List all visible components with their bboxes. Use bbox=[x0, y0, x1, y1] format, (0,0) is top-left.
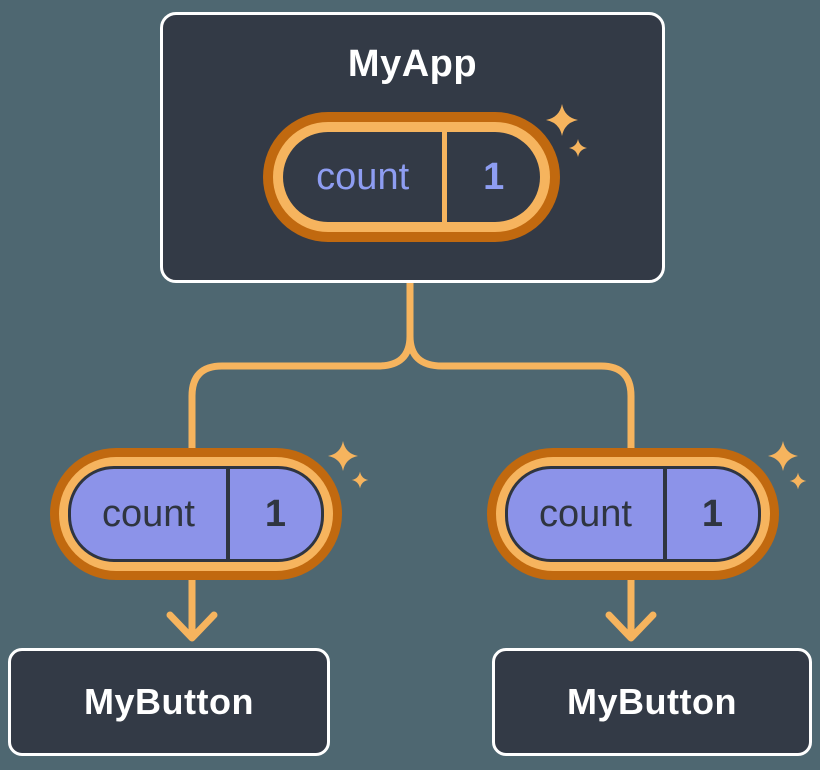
state-value-label: 1 bbox=[264, 492, 287, 535]
state-pill-body: count 1 bbox=[283, 132, 540, 222]
state-name-label: count bbox=[539, 492, 632, 535]
state-value-label: 1 bbox=[483, 155, 505, 198]
child-component-title: MyButton bbox=[84, 681, 254, 722]
state-pill-ring: count 1 bbox=[59, 457, 333, 571]
child-component-title: MyButton bbox=[567, 681, 737, 722]
state-pill-divider bbox=[663, 469, 667, 559]
arrow-down-icon bbox=[166, 611, 218, 642]
state-pill-body: count 1 bbox=[68, 466, 324, 562]
sparkle-icon bbox=[328, 441, 369, 489]
state-name-label: count bbox=[102, 492, 195, 535]
left-child-component-card: MyButton bbox=[8, 648, 330, 756]
state-value-label: 1 bbox=[701, 492, 724, 535]
state-pill-divider bbox=[442, 132, 448, 222]
left-child-state-pill: count 1 bbox=[50, 448, 342, 580]
sparkle-icon bbox=[768, 441, 807, 490]
right-child-state-pill: count 1 bbox=[487, 448, 779, 580]
state-name-label: count bbox=[316, 155, 410, 198]
root-component-title: MyApp bbox=[347, 43, 478, 85]
state-pill-ring: count 1 bbox=[273, 122, 550, 232]
root-state-pill: count 1 bbox=[263, 112, 560, 242]
state-pill-body: count 1 bbox=[505, 466, 761, 562]
arrow-down-icon bbox=[605, 611, 657, 642]
right-child-component-card: MyButton bbox=[492, 648, 812, 756]
state-pill-ring: count 1 bbox=[496, 457, 770, 571]
